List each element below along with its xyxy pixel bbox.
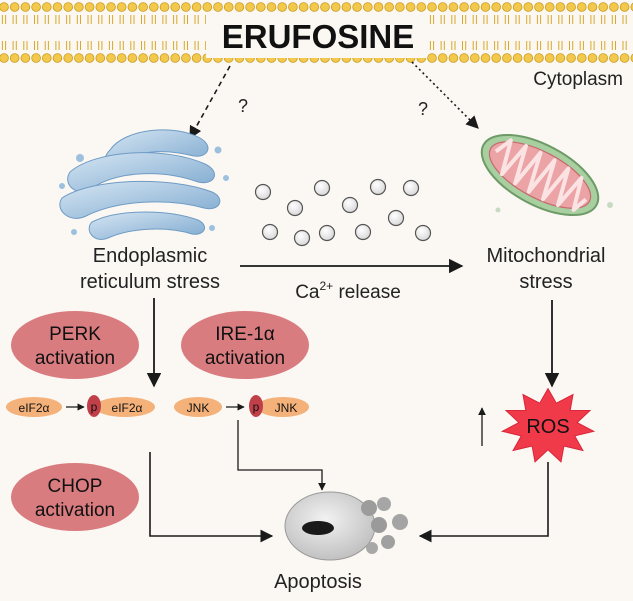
er-stress-label-line1: Endoplasmic (93, 245, 208, 267)
mito-stress-label-line1: Mitochondrial (487, 245, 606, 267)
drug-label: ERUFOSINE (222, 18, 415, 55)
mitochondrion-icon (480, 133, 600, 217)
svg-text:p: p (253, 400, 260, 414)
calcium-ion (341, 196, 359, 214)
svg-text:ROS: ROS (526, 416, 569, 438)
eif2a-protein: eIF2α (6, 397, 62, 417)
drug-label-backdrop (206, 14, 426, 58)
drug-to-er-arrow (189, 65, 231, 140)
perk-activation-node: PERK activation (11, 311, 139, 379)
er-stress-label-line2: reticulum stress (80, 271, 220, 293)
svg-text:activation: activation (35, 348, 115, 369)
eif2a-to-apoptosis-arrow (149, 452, 274, 543)
calcium-ion (354, 223, 372, 241)
svg-text:eIF2α: eIF2α (19, 401, 50, 415)
calcium-ion (402, 179, 420, 197)
svg-text:activation: activation (35, 500, 115, 521)
er-question-mark: ? (238, 96, 248, 116)
calcium-ion (293, 229, 311, 247)
mito-dot (495, 207, 501, 213)
svg-text:p: p (91, 400, 98, 414)
calcium-release-label: Ca2+ release (295, 279, 401, 303)
ros-node: ROS (500, 387, 596, 463)
svg-text:IRE-1α: IRE-1α (215, 324, 275, 345)
chop-activation-node: CHOP activation (11, 463, 139, 531)
calcium-ion (414, 224, 432, 242)
calcium-ion (254, 183, 272, 201)
svg-text:CHOP: CHOP (48, 476, 103, 497)
mito-dot (607, 202, 613, 208)
apoptotic-cell-icon (284, 491, 408, 561)
calcium-ion (369, 178, 387, 196)
jnk-protein: JNK (174, 397, 222, 417)
drug-to-mito-arrow (411, 61, 479, 129)
calcium-ion (387, 209, 405, 227)
mito-question-mark: ? (418, 99, 428, 119)
jnk-to-apoptosis-arrow (237, 420, 326, 491)
svg-text:activation: activation (205, 348, 285, 369)
ros-to-apoptosis-arrow (418, 462, 549, 543)
ire1a-activation-node: IRE-1α activation (181, 311, 309, 379)
svg-text:JNK: JNK (187, 401, 210, 415)
svg-text:eIF2α: eIF2α (112, 401, 143, 415)
endoplasmic-reticulum-icon (59, 129, 229, 240)
calcium-ion (286, 199, 304, 217)
cytoplasm-label: Cytoplasm (533, 69, 623, 90)
phospho-jnk-protein: p JNK (249, 395, 309, 417)
apoptosis-label: Apoptosis (274, 571, 362, 593)
phospho-eif2a-protein: p eIF2α (87, 395, 155, 417)
mito-stress-label-line2: stress (519, 271, 572, 293)
calcium-ion (313, 179, 331, 197)
svg-text:JNK: JNK (275, 401, 298, 415)
svg-text:PERK: PERK (49, 324, 101, 345)
calcium-ions (254, 178, 432, 247)
calcium-ion (261, 223, 279, 241)
calcium-ion (318, 224, 336, 242)
